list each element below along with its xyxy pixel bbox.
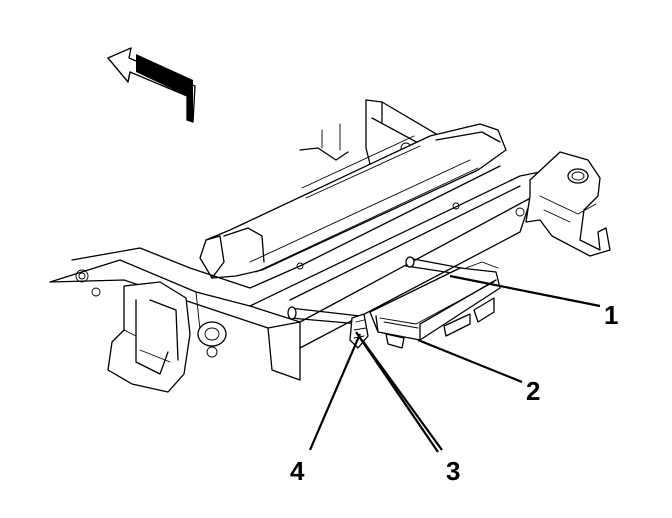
rear-mount-bracket [525,151,611,257]
leader-lines [308,274,601,453]
callout-3: 3 [446,456,460,486]
callout-4: 4 [290,456,305,486]
crossmember [199,123,507,279]
callout-2: 2 [526,376,540,406]
callout-1: 1 [604,300,618,330]
near-frame-rail [49,165,581,381]
control-module [369,261,501,349]
body-mount-bracket [107,281,227,393]
forward-arrow-icon [107,47,196,123]
